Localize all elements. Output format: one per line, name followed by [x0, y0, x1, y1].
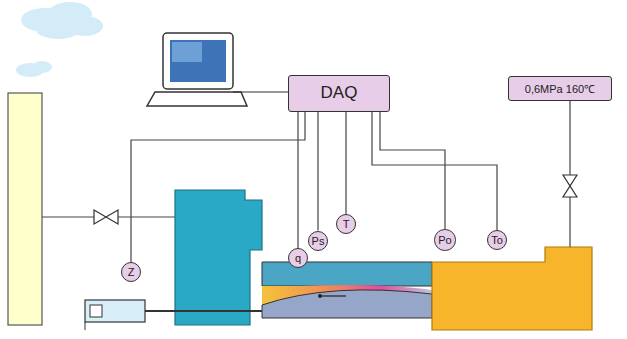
signal-wire	[345, 112, 346, 215]
node-text: Ps	[312, 235, 325, 247]
cloud	[16, 2, 103, 77]
node-text: q	[295, 252, 301, 264]
signal-wire	[380, 112, 445, 230]
valve	[94, 210, 118, 224]
node-text: DAQ	[321, 83, 358, 103]
signal-wire	[131, 112, 305, 263]
sensor-circle: Po	[434, 229, 455, 250]
label-box: 0,6MPa 160℃	[508, 76, 612, 101]
computer	[147, 33, 288, 106]
sensor-circle: To	[487, 230, 507, 250]
signal-wire	[317, 112, 318, 231]
signal-wire	[297, 112, 298, 249]
tank	[432, 247, 592, 330]
actuator	[85, 300, 262, 330]
supply-valve	[563, 175, 577, 197]
node-text: To	[491, 234, 503, 246]
node-text: T	[343, 218, 350, 230]
nozzle-profile	[262, 290, 432, 318]
supply-pipe	[569, 100, 570, 247]
signal-wire	[372, 112, 497, 231]
label-box: DAQ	[288, 75, 390, 112]
node-text: Po	[438, 234, 451, 246]
separator-block	[175, 190, 262, 325]
sensor-lead	[320, 295, 346, 296]
node-text: Z	[128, 266, 135, 278]
sensor-circle: q	[288, 248, 308, 268]
nozzle-upper-wall	[262, 262, 432, 286]
sensor-circle: Ps	[308, 231, 329, 252]
sensor-circle: T	[336, 214, 356, 234]
node-text: 0,6MPa 160℃	[525, 81, 595, 96]
sensor-circle: Z	[121, 262, 141, 282]
chimney	[8, 93, 42, 325]
